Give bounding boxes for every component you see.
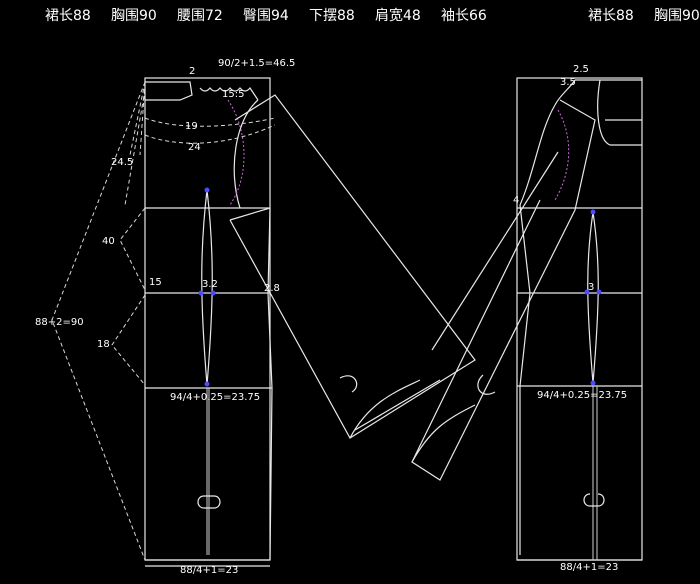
sleeve-right: [354, 99, 596, 481]
label-3-2: 3.2: [202, 279, 218, 290]
sleeve-left: [229, 94, 476, 439]
measure-shoulder: 肩宽48: [375, 7, 421, 24]
label-hem-formula-right: 88/4+1=23: [560, 562, 618, 573]
label-hip-formula-right: 94/4+0.25=23.75: [537, 390, 627, 401]
measure-bust: 胸围90: [111, 8, 157, 24]
measure-skirt-length: 裙长88: [45, 8, 91, 24]
left-labels: 2 90/2+1.5=46.5 15:5 19 24 24.5 40 15 3.…: [35, 58, 295, 576]
measure-hip: 臀围94: [243, 8, 289, 24]
measure-bust-repeat: 胸围90: [654, 8, 700, 24]
label-2-5: 2.5: [573, 64, 589, 75]
measure-skirt-length-repeat: 裙长88: [588, 8, 634, 24]
label-3-5: 3.5: [560, 77, 576, 88]
measure-hem: 下摆88: [309, 8, 355, 24]
label-3: 3: [588, 282, 594, 293]
label-40: 40: [102, 236, 115, 247]
right-labels: 2.5 3.5 4 3 94/4+0.25=23.75 88/4+1=23: [513, 64, 627, 573]
label-24-5: 24.5: [111, 157, 133, 168]
label-2: 2: [189, 66, 195, 77]
front-panel: [516, 77, 643, 561]
label-24: 24: [188, 142, 201, 153]
header-measurements: 裙长88 胸围90 腰围72 臀围94 下摆88 肩宽48 袖长66 裙长88 …: [45, 7, 700, 24]
label-hem-formula-left: 88/4+1=23: [180, 565, 238, 576]
back-panel: [51, 77, 276, 567]
label-18: 18: [97, 339, 110, 350]
label-2-8: 2.8: [264, 283, 280, 294]
label-15: 15: [149, 277, 162, 288]
label-total-length: 88+2=90: [35, 317, 84, 328]
label-hip-formula-left: 94/4+0.25=23.75: [170, 392, 260, 403]
label-bust-formula: 90/2+1.5=46.5: [218, 58, 295, 69]
measure-sleeve: 袖长66: [441, 8, 487, 24]
label-4: 4: [513, 195, 519, 206]
label-19: 19: [185, 121, 198, 132]
measure-waist: 腰围72: [177, 8, 223, 24]
label-shoulder-slope: 15:5: [222, 89, 244, 100]
